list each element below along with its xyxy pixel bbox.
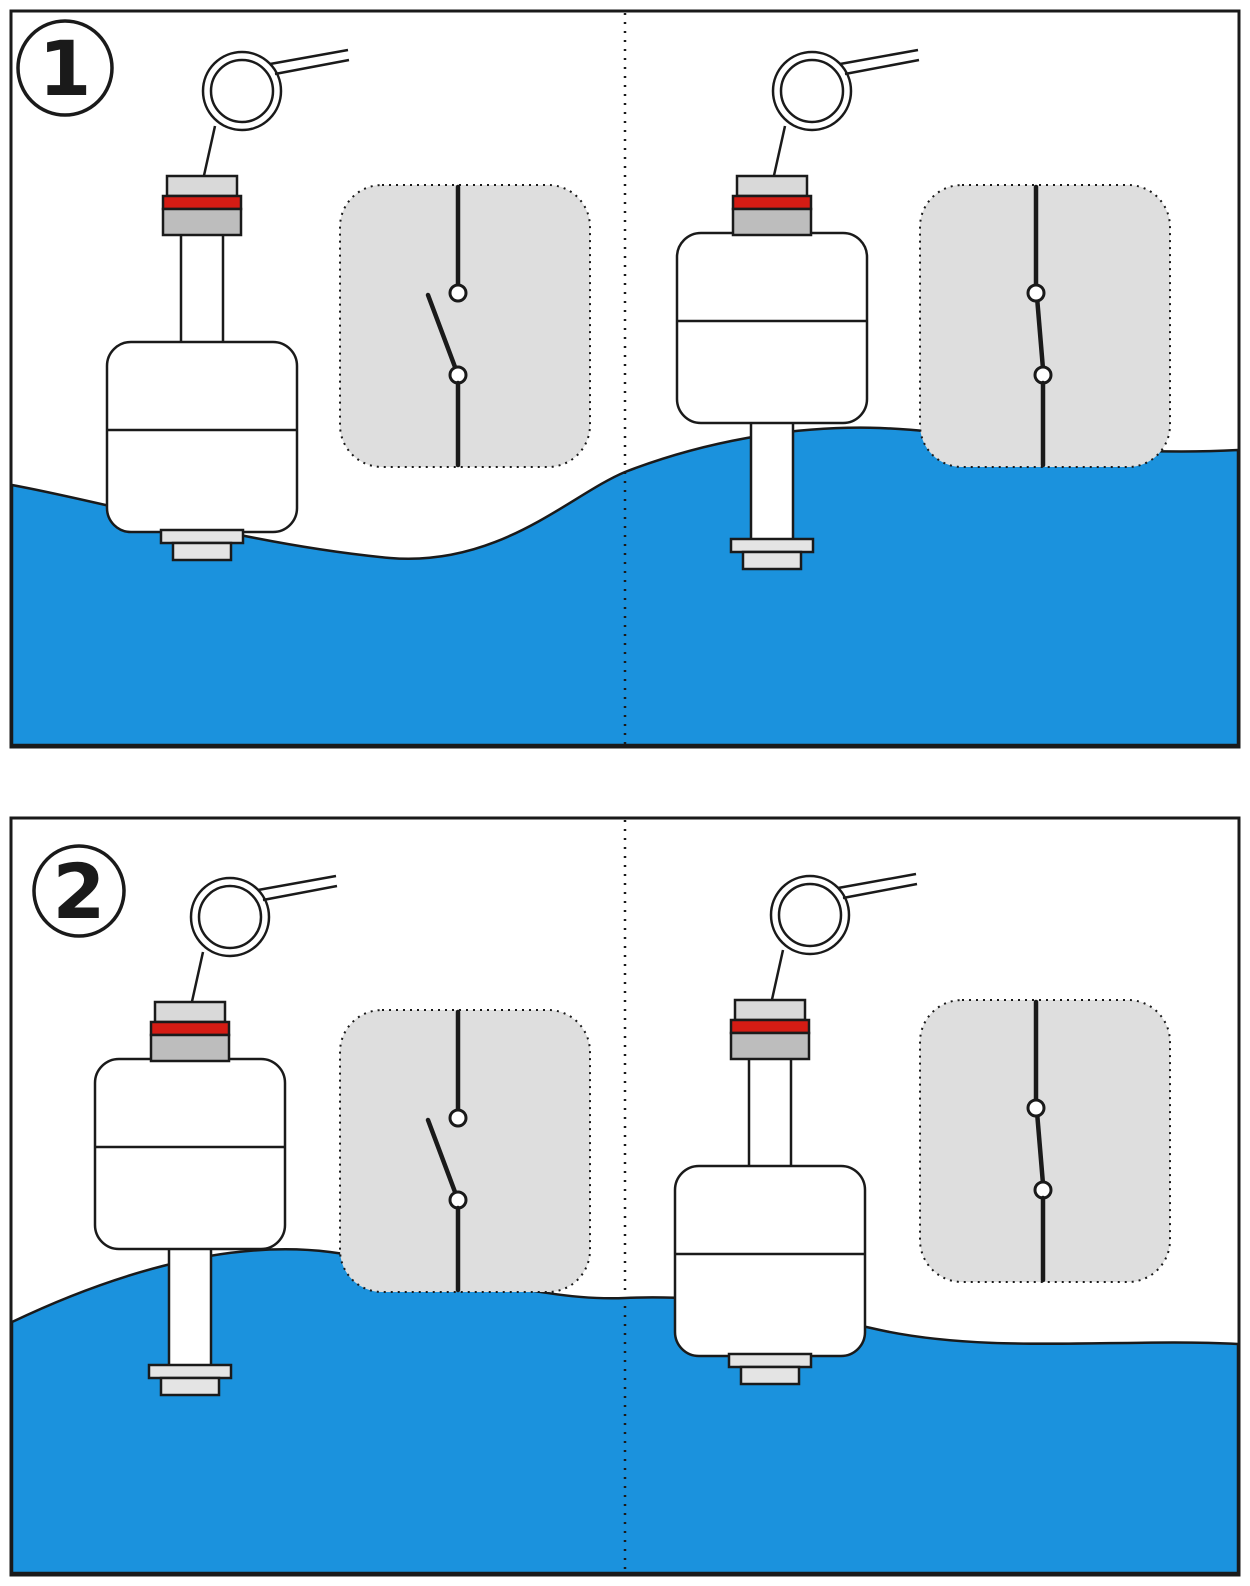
panel-number-badge [32, 844, 126, 938]
panel-2: 2 [9, 816, 1241, 1577]
switch-state-open [340, 185, 590, 467]
switch-state-closed [920, 1000, 1170, 1282]
panel-1: 1 [9, 9, 1241, 749]
switch-state-open [340, 1010, 590, 1292]
switch-state-closed [920, 185, 1170, 467]
panel-number: 2 [53, 847, 106, 936]
panel-number: 1 [39, 24, 92, 113]
water-panel-2 [10, 1248, 1240, 1575]
panel-number-badge [16, 19, 114, 117]
